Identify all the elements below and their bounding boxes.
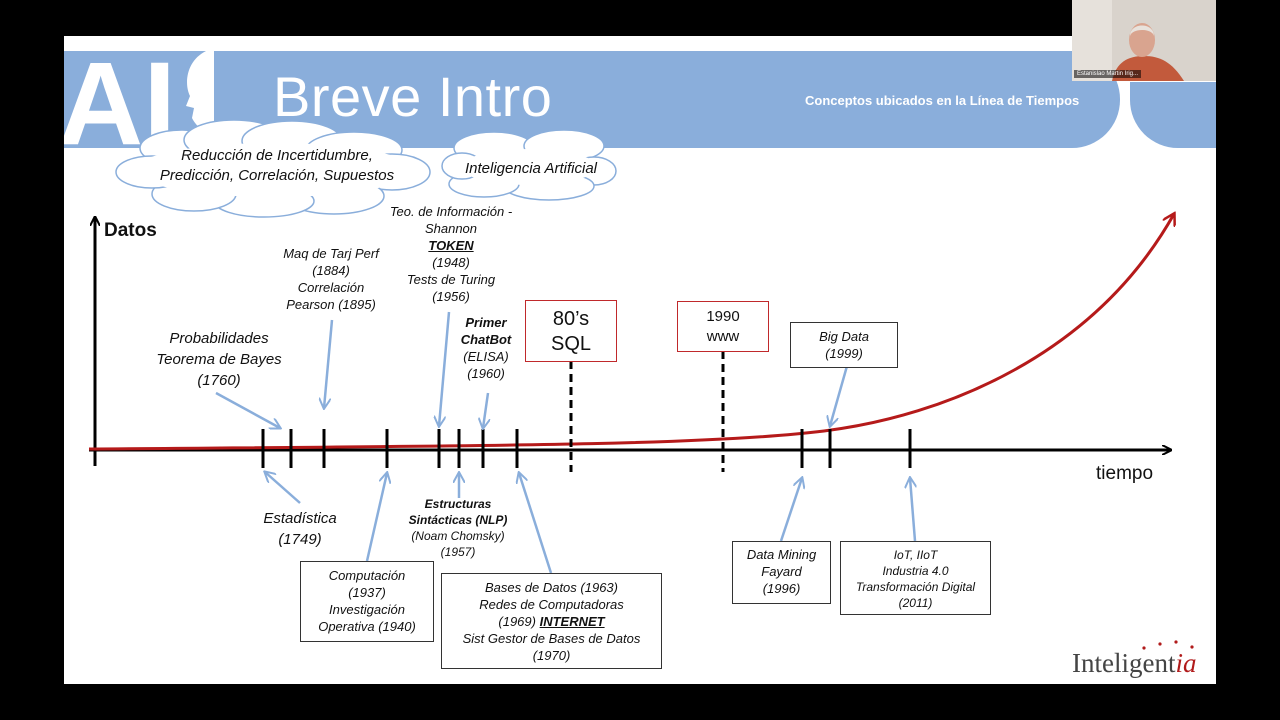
label-bayes-line-1: Probabilidades [169,330,269,347]
box-1990-line-2: www [706,328,740,345]
blue-arrows [215,311,915,574]
label-shannon-token: TOKEN [428,238,474,253]
dashed-markers [569,351,725,472]
label-shannon-line-6: (1956) [432,289,470,304]
timeline-ticks [261,429,912,468]
box-bases-line-1: Bases de Datos (1963) [485,580,618,595]
page-subtitle: Conceptos ubicados en la Línea de Tiempo… [805,93,1080,108]
box-1990-line-1: 1990 [706,308,740,325]
box-big-data-line-2: (1999) [825,346,863,361]
box-bases-internet: INTERNET [539,614,605,629]
participant-video-icon [1072,0,1216,81]
label-pearson-line-4: Pearson (1895) [286,297,376,312]
box-iot-line-4: (2011) [898,596,933,610]
x-axis-label: tiempo [1096,463,1154,484]
label-chatbot-line-2: ChatBot [460,332,512,347]
y-axis-label: Datos [104,220,157,241]
box-iot-line-3: Transformación Digital [855,580,976,594]
label-shannon-line-5: Tests de Turing [406,272,496,287]
slide: AI Breve Intro Conceptos ubicados en la … [64,36,1216,684]
box-bases-de-datos: Bases de Datos (1963) Redes de Computado… [441,573,662,669]
box-data-mining-line-2: Fayard [761,564,802,579]
label-shannon: Teo. de Información - Shannon TOKEN (194… [371,203,531,305]
cloud-left-line-1: Reducción de Incertidumbre, [181,147,373,164]
box-bases-line-5: (1970) [532,648,571,663]
box-computacion-line-4: Operativa (1940) [318,619,416,634]
cloud-right [441,129,617,201]
box-1990-www: 1990 www [677,301,769,352]
label-shannon-line-1: Teo. de Información - [389,204,513,219]
participant-name: Estanislao Martin Irig... [1074,70,1142,78]
label-chatbot-line-4: (1960) [467,366,505,381]
box-computacion-line-2: (1937) [348,585,386,600]
box-bases-line-4: Sist Gestor de Bases de Datos [462,631,641,646]
label-pearson-line-2: (1884) [312,263,350,278]
label-bayes: Probabilidades Teorema de Bayes (1760) [136,328,302,391]
label-chomsky: Estructuras Sintácticas (NLP) (Noam Chom… [388,496,528,560]
label-chatbot: Primer ChatBot (ELISA) (1960) [446,314,526,382]
box-computacion-line-3: Investigación [329,602,405,617]
brand-logo: Inteligentia [1072,640,1197,679]
label-bayes-line-2: Teorema de Bayes [156,351,282,368]
label-chatbot-line-1: Primer [465,315,507,330]
label-pearson: Maq de Tarj Perf (1884) Correlación Pear… [263,245,399,313]
label-chomsky-line-1: Estructuras [424,497,492,511]
label-chomsky-line-2: Sintácticas (NLP) [408,513,508,527]
cloud-left-line-2: Predicción, Correlación, Supuestos [159,167,395,184]
brand-accent: ia [1175,648,1197,678]
box-bases-year-1969: (1969) [498,614,540,629]
box-bases-line-3: (1969) INTERNET [442,613,661,630]
growth-curve [88,214,1174,451]
box-80s-line-2: SQL [550,333,592,355]
box-computacion: Computación (1937) Investigación Operati… [300,561,434,642]
label-chatbot-line-3: (ELISA) [463,349,509,364]
label-pearson-line-1: Maq de Tarj Perf [283,246,379,261]
label-estadistica-line-1: Estadística [263,510,337,527]
box-iot-line-2: Industria 4.0 [882,564,949,578]
box-iot-line-1: IoT, IIoT [893,548,938,562]
box-computacion-line-1: Computación [328,568,406,583]
box-big-data: Big Data (1999) [790,322,898,368]
brand-prefix: Inteligent [1072,648,1176,678]
cloud-left-text: Reducción de Incertidumbre, Predicción, … [142,146,412,186]
box-data-mining-line-1: Data Mining [746,547,817,562]
cloud-right-text: Inteligencia Artificial [464,160,597,177]
box-bases-line-2: Redes de Computadoras [479,597,624,612]
label-bayes-line-3: (1760) [197,372,241,389]
webcam-tile[interactable]: Estanislao Martin Irig... [1072,0,1216,81]
box-big-data-line-1: Big Data [819,329,869,344]
box-iot: IoT, IIoT Industria 4.0 Transformación D… [840,541,991,615]
label-pearson-line-3: Correlación [297,280,365,295]
brand-dots-icon [1142,640,1194,650]
label-chomsky-line-4: (1957) [440,545,476,559]
cloud-left [115,119,431,218]
label-chomsky-line-3: (Noam Chomsky) [411,529,505,543]
label-shannon-line-4: (1948) [432,255,470,270]
ai-logo-text: AI [64,38,176,148]
label-estadistica-line-2: (1749) [278,531,322,548]
box-80s-sql: 80’s SQL [525,300,617,362]
box-80s-line-1: 80’s [552,308,590,330]
label-estadistica: Estadística (1749) [244,508,356,550]
timeline-diagram [88,119,1216,574]
label-shannon-line-2: Shannon [424,221,478,236]
box-data-mining-line-3: (1996) [762,581,801,596]
box-data-mining: Data Mining Fayard (1996) [732,541,831,604]
page-title: Breve Intro [273,65,553,128]
